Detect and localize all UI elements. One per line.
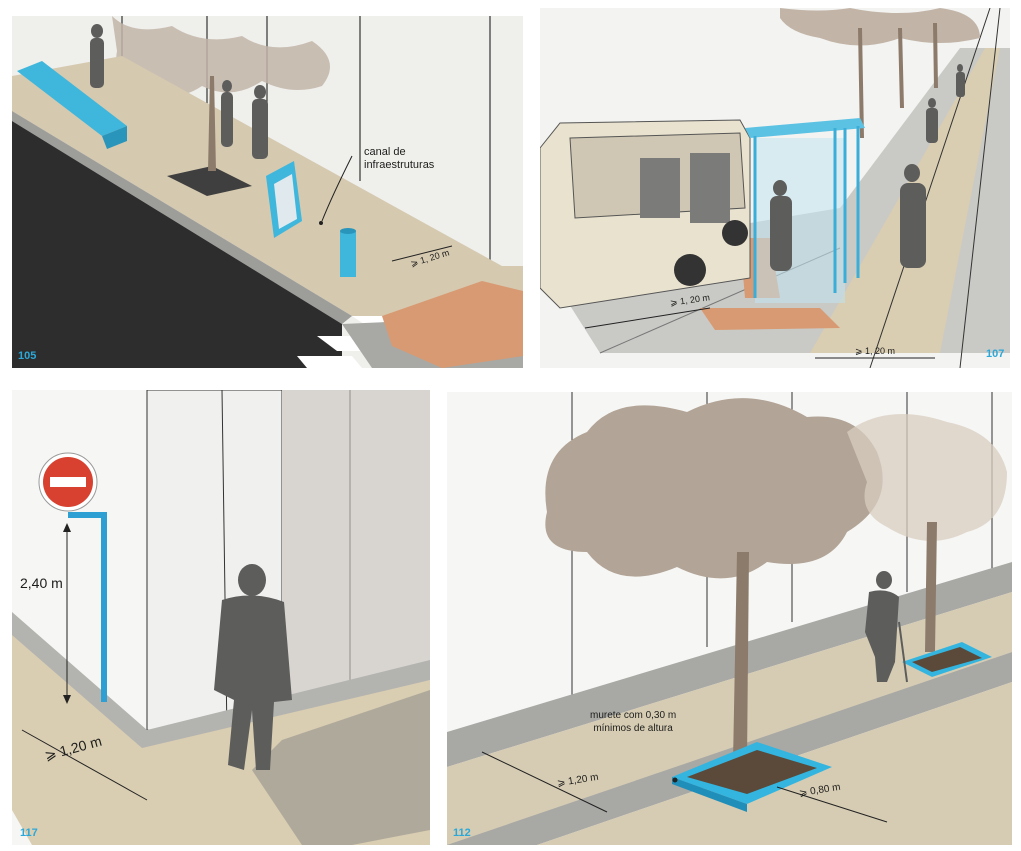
no-entry-sign-icon [39,453,97,511]
bin-icon [340,228,356,277]
panel-117: 2,40 m ⩾ 1,20 m 117 [12,390,430,845]
tactile-paving [700,308,840,330]
panel-number-112: 112 [453,827,471,839]
panel-105-illustration [12,16,523,368]
panel-117-illustration [12,390,430,845]
panel-112-illustration [447,392,1012,845]
panel-number-105: 105 [18,350,36,362]
panel-number-107: 107 [986,348,1004,360]
panel-number-117: 117 [20,827,38,839]
label-height-117: 2,40 m [20,575,63,591]
panel-105: canal de infraestruturas ⩾ 1, 20 m 105 [12,16,523,368]
panel-107-illustration [540,8,1010,368]
label-width-path-107: ⩾ 1, 20 m [855,346,895,357]
label-canal-infraestruturas: canal de infraestruturas [364,146,434,172]
label-murete: murete com 0,30 m mínimos de altura [590,709,676,735]
bus-icon [540,120,750,308]
panel-112: murete com 0,30 m mínimos de altura ⩾ 1,… [447,392,1012,845]
panel-107: ⩾ 1, 20 m ⩾ 1, 20 m 107 [540,8,1010,368]
